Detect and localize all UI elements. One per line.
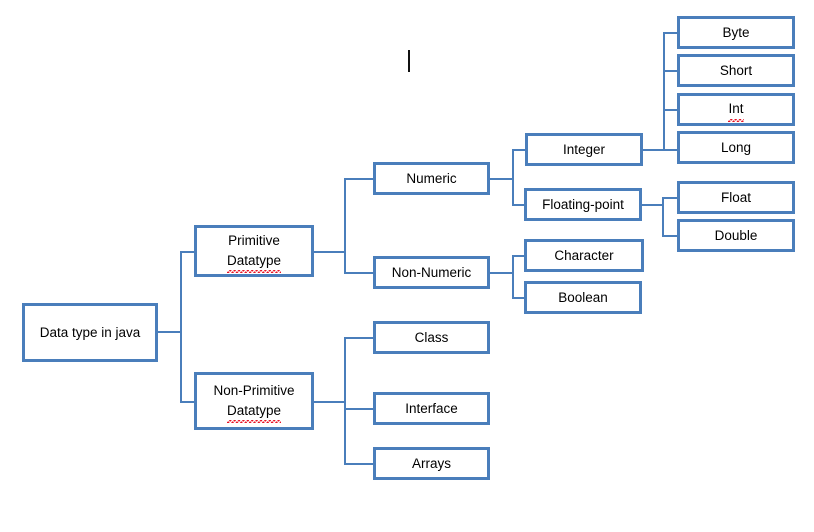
- edge-primitive-to-non-numeric: [344, 272, 374, 274]
- edge-root-to-non-primitive: [180, 401, 195, 403]
- edge-floating-point-trunk: [641, 204, 663, 206]
- node-non-numeric[interactable]: Non-Numeric: [373, 256, 490, 289]
- edge-root-vertical: [180, 251, 182, 402]
- edge-integer-to-byte: [663, 32, 678, 34]
- edge-non-primitive-to-class: [344, 337, 374, 339]
- node-non-primitive-label-line2: Datatype: [226, 401, 282, 423]
- node-class-label: Class: [414, 329, 449, 345]
- node-arrays-label: Arrays: [411, 455, 451, 471]
- node-double-label: Double: [714, 227, 758, 243]
- node-long-label: Long: [720, 139, 752, 155]
- node-non-primitive-datatype[interactable]: Non-Primitive Datatype: [194, 372, 314, 430]
- node-character[interactable]: Character: [524, 239, 644, 272]
- edge-numeric-trunk: [489, 178, 513, 180]
- node-integer[interactable]: Integer: [525, 133, 643, 166]
- edge-non-numeric-to-character: [512, 255, 526, 257]
- edge-integer-to-short: [663, 70, 678, 72]
- node-boolean[interactable]: Boolean: [524, 281, 642, 314]
- node-float-label: Float: [720, 189, 751, 205]
- edge-non-primitive-to-interface: [344, 408, 374, 410]
- node-non-numeric-label: Non-Numeric: [391, 264, 472, 280]
- edge-non-numeric-to-boolean: [512, 297, 526, 299]
- edge-integer-to-int: [663, 109, 678, 111]
- node-primitive-label-line2: Datatype: [226, 251, 282, 273]
- node-interface-label: Interface: [405, 400, 458, 416]
- edge-primitive-trunk: [313, 251, 345, 253]
- node-arrays[interactable]: Arrays: [373, 447, 490, 480]
- edge-primitive-to-numeric: [344, 178, 374, 180]
- node-numeric-label: Numeric: [406, 170, 457, 186]
- node-byte[interactable]: Byte: [677, 16, 795, 49]
- node-interface[interactable]: Interface: [373, 392, 490, 425]
- text-cursor-caret: [408, 50, 410, 72]
- node-short[interactable]: Short: [677, 54, 795, 87]
- node-non-primitive-label-line1: Non-Primitive: [213, 382, 295, 398]
- node-floating-point-label: Floating-point: [542, 196, 624, 212]
- node-numeric[interactable]: Numeric: [373, 162, 490, 195]
- node-root-label: Data type in java: [39, 324, 141, 340]
- edge-integer-trunk: [642, 149, 664, 151]
- node-primitive-datatype[interactable]: Primitive Datatype: [194, 225, 314, 277]
- edge-integer-vertical: [663, 32, 665, 151]
- node-double[interactable]: Double: [677, 219, 795, 252]
- node-int-label: Int: [728, 99, 744, 122]
- edge-root-trunk: [157, 331, 181, 333]
- node-boolean-label: Boolean: [558, 289, 608, 305]
- edge-numeric-vertical: [512, 149, 514, 206]
- node-int[interactable]: Int: [677, 93, 795, 126]
- edge-non-primitive-to-arrays: [344, 463, 374, 465]
- edge-non-numeric-trunk: [489, 272, 513, 274]
- node-byte-label: Byte: [722, 24, 750, 40]
- edge-non-primitive-vertical: [344, 337, 346, 464]
- node-short-label: Short: [719, 62, 753, 78]
- node-floating-point[interactable]: Floating-point: [524, 188, 642, 221]
- edge-floating-point-vertical: [662, 197, 664, 237]
- node-primitive-label-line1: Primitive: [228, 232, 280, 248]
- edge-root-to-primitive: [180, 251, 195, 253]
- edge-non-numeric-vertical: [512, 255, 514, 298]
- edge-numeric-to-integer: [512, 149, 526, 151]
- edge-non-primitive-trunk: [313, 401, 345, 403]
- edge-primitive-vertical: [344, 178, 346, 273]
- node-integer-label: Integer: [562, 141, 606, 157]
- node-root[interactable]: Data type in java: [22, 303, 158, 362]
- node-float[interactable]: Float: [677, 181, 795, 214]
- node-character-label: Character: [554, 247, 614, 263]
- edge-floating-point-to-float: [662, 197, 678, 199]
- node-class[interactable]: Class: [373, 321, 490, 354]
- edge-numeric-to-floating-point: [512, 204, 526, 206]
- edge-floating-point-to-double: [662, 235, 678, 237]
- node-long[interactable]: Long: [677, 131, 795, 164]
- edge-integer-to-long: [663, 149, 678, 151]
